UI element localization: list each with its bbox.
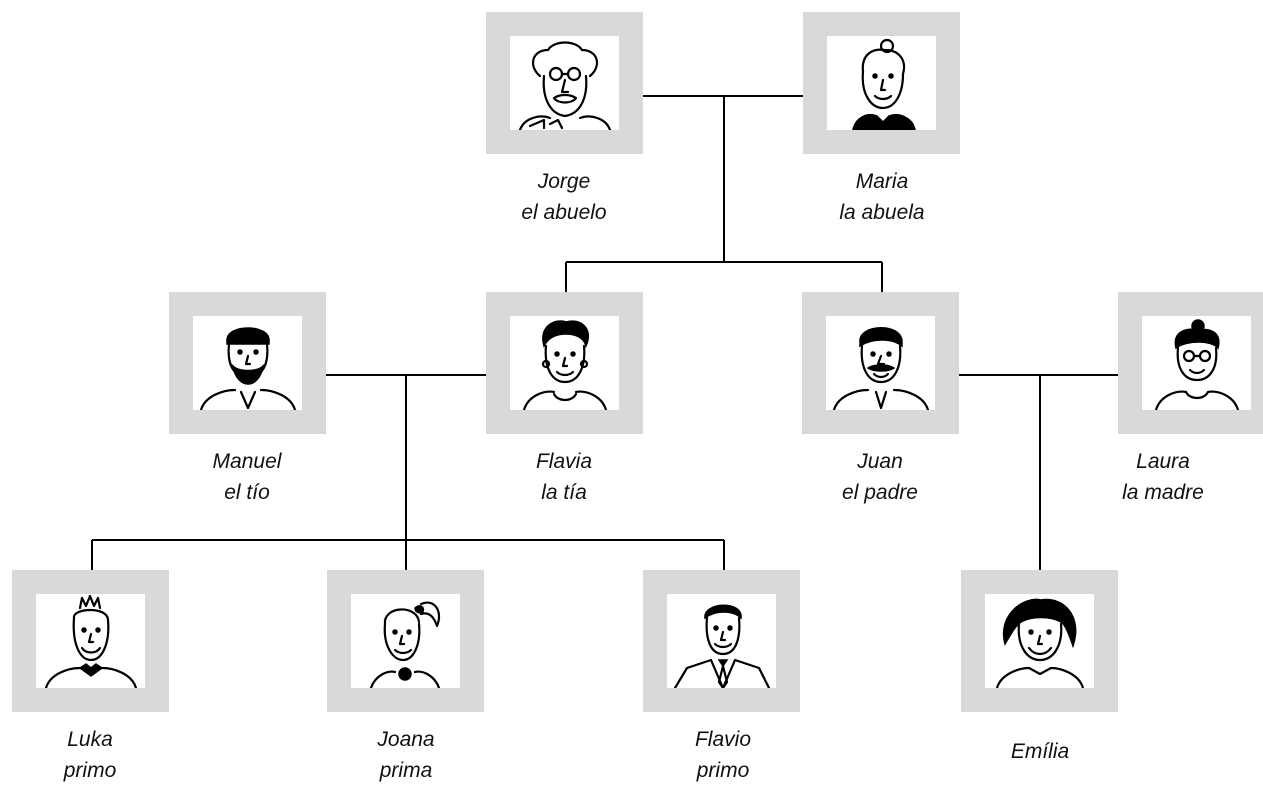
caption-flavio: Flavio primo [613, 724, 833, 786]
portrait-flavia [486, 292, 643, 434]
caption-flavia: Flavia la tía [454, 446, 674, 508]
portrait-laura-drawing [1142, 316, 1251, 410]
caption-laura: Laura la madre [1053, 446, 1263, 508]
name-jorge: Jorge [537, 170, 591, 193]
role-maria: la abuela [839, 201, 925, 224]
caption-luka: Luka primo [0, 724, 200, 786]
grandparents-connector [565, 95, 883, 292]
portrait-luka-drawing [36, 594, 145, 688]
portrait-manuel [169, 292, 326, 434]
name-flavia: Flavia [535, 450, 593, 473]
portrait-maria [803, 12, 960, 154]
caption-jorge: Jorge el abuelo [454, 166, 674, 228]
name-luka: Luka [67, 728, 113, 751]
portrait-luka [12, 570, 169, 712]
role-laura: la madre [1122, 481, 1204, 504]
portrait-joana-drawing [351, 594, 460, 688]
portrait-emilia-drawing [985, 594, 1094, 688]
portrait-maria-drawing [827, 36, 936, 130]
portrait-juan [802, 292, 959, 434]
caption-juan: Juan el padre [770, 446, 990, 508]
portrait-laura [1118, 292, 1263, 434]
role-joana: prima [379, 759, 433, 782]
role-juan: el padre [842, 481, 918, 504]
portrait-jorge [486, 12, 643, 154]
portrait-juan-drawing [826, 316, 935, 410]
name-juan: Juan [857, 450, 903, 473]
manuel-flavia-connector [91, 374, 725, 570]
caption-joana: Joana prima [296, 724, 516, 786]
name-emilia: Emília [1010, 740, 1070, 763]
role-manuel: el tío [224, 481, 270, 504]
name-joana: Joana [377, 728, 435, 751]
portrait-flavio-drawing [667, 594, 776, 688]
name-laura: Laura [1136, 450, 1190, 473]
name-flavio: Flavio [694, 728, 752, 751]
portrait-flavio [643, 570, 800, 712]
role-flavia: la tía [541, 481, 587, 504]
name-manuel: Manuel [212, 450, 282, 473]
caption-maria: Maria la abuela [772, 166, 992, 228]
portrait-flavia-drawing [510, 316, 619, 410]
name-maria: Maria [855, 170, 909, 193]
caption-manuel: Manuel el tío [137, 446, 357, 508]
portrait-joana [327, 570, 484, 712]
juan-laura-connector [959, 374, 1118, 570]
portrait-manuel-drawing [193, 316, 302, 410]
portrait-jorge-drawing [510, 36, 619, 130]
role-flavio: primo [696, 759, 750, 782]
caption-emilia: Emília [930, 736, 1150, 767]
role-luka: primo [63, 759, 117, 782]
role-jorge: el abuelo [521, 201, 607, 224]
portrait-emilia [961, 570, 1118, 712]
